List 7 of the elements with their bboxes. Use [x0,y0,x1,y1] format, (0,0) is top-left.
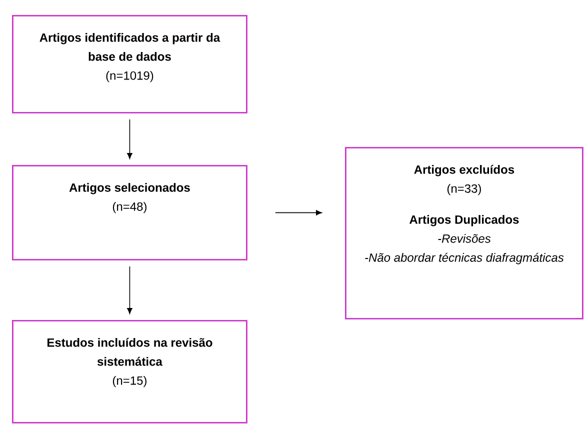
process-box: Artigos selecionados (n=48) [12,165,248,260]
process-box: Artigos identificados a partir da base de dados (n=1019) [12,15,248,114]
arrow [127,266,132,314]
process-box: Estudos incluídos na revisão sistemática (n=15) [12,320,248,424]
process-box: Artigos excluídos (n=33) Artigos Duplicados -Revisões -Não abordar técnicas diafragmáticas [345,147,584,320]
arrow [275,210,322,216]
arrow [127,119,132,159]
